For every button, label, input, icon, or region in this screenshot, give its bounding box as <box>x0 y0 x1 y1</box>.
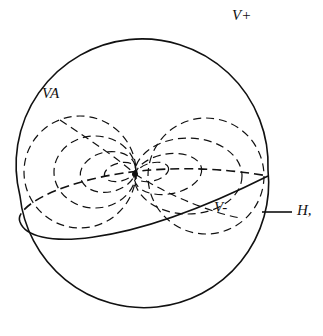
lobes <box>24 116 264 234</box>
surface-label: VA <box>42 86 59 101</box>
field-label: H, <box>297 203 312 218</box>
outer-surface <box>16 39 269 308</box>
surface-label: V+ <box>232 8 251 23</box>
field-direction-line <box>262 211 292 213</box>
plane-back <box>19 169 268 222</box>
surface-label: V- <box>214 200 227 215</box>
center-point <box>132 171 138 177</box>
